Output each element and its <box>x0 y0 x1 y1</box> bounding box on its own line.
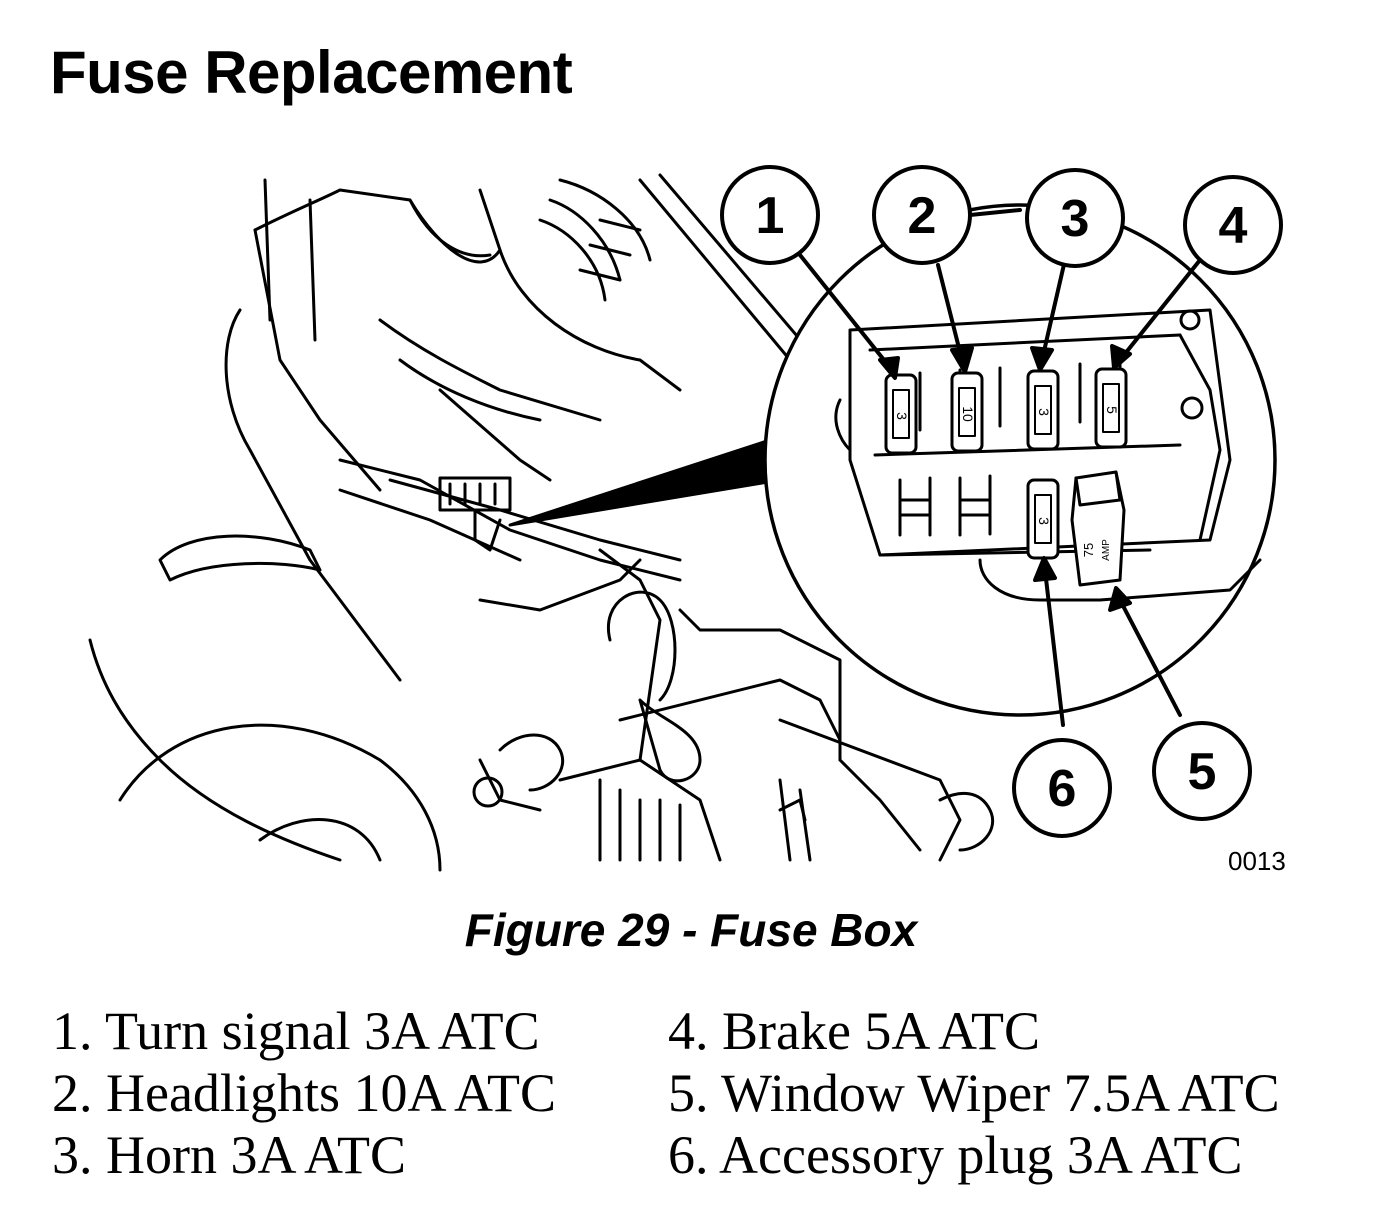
fuse-1-rating: 3 <box>894 412 910 420</box>
fuse-6: 3 <box>1026 478 1060 560</box>
zoom-pointer <box>508 438 782 527</box>
legend-item: 1. Turn signal 3A ATC <box>52 1001 540 1061</box>
callout-1: 1 <box>720 165 820 265</box>
fuse-3-rating: 3 <box>1036 408 1052 416</box>
vehicle-line-art <box>88 173 995 872</box>
fuse-5-unit: AMP <box>1101 539 1112 561</box>
legend-column-2: 4. Brake 5A ATC 5. Window Wiper 7.5A ATC… <box>668 1000 1280 1186</box>
fuse-6-rating: 3 <box>1036 517 1052 525</box>
figure-code: 0013 <box>1228 846 1286 876</box>
legend-item: 3. Horn 3A ATC <box>52 1125 407 1185</box>
fuse-4: 5 <box>1094 367 1128 449</box>
fuse-5-maxi: 75 AMP <box>1070 470 1126 587</box>
fuse-box-illustration: 3 10 3 5 3 75 AMP <box>80 160 1320 880</box>
svg-text:6: 6 <box>1048 760 1077 818</box>
svg-text:1: 1 <box>756 187 785 245</box>
legend-item: 5. Window Wiper 7.5A ATC <box>668 1063 1280 1123</box>
callout-4: 4 <box>1183 175 1283 275</box>
page-title: Fuse Replacement <box>50 39 573 106</box>
svg-text:3: 3 <box>1061 190 1090 248</box>
legend-item: 6. Accessory plug 3A ATC <box>668 1125 1243 1185</box>
callout-2: 2 <box>872 165 972 265</box>
legend-item: 4. Brake 5A ATC <box>668 1001 1040 1061</box>
callout-5: 5 <box>1152 721 1252 821</box>
fuse-2-rating: 10 <box>960 406 976 422</box>
svg-text:5: 5 <box>1188 743 1217 801</box>
fuse-5-rating: 75 <box>1081 543 1096 557</box>
leader-arrows <box>798 208 1202 727</box>
callout-3: 3 <box>1025 168 1125 268</box>
fuse-1: 3 <box>884 373 918 455</box>
svg-text:2: 2 <box>908 187 937 245</box>
svg-text:4: 4 <box>1219 197 1248 255</box>
figure-caption: Figure 29 - Fuse Box <box>464 904 918 956</box>
legend-column-1: 1. Turn signal 3A ATC 2. Headlights 10A … <box>52 1000 556 1186</box>
legend-item: 2. Headlights 10A ATC <box>52 1063 557 1123</box>
callout-6: 6 <box>1012 738 1112 838</box>
fuse-2: 10 <box>950 371 984 453</box>
fuse-3: 3 <box>1026 369 1060 451</box>
fuse-4-rating: 5 <box>1104 406 1120 414</box>
